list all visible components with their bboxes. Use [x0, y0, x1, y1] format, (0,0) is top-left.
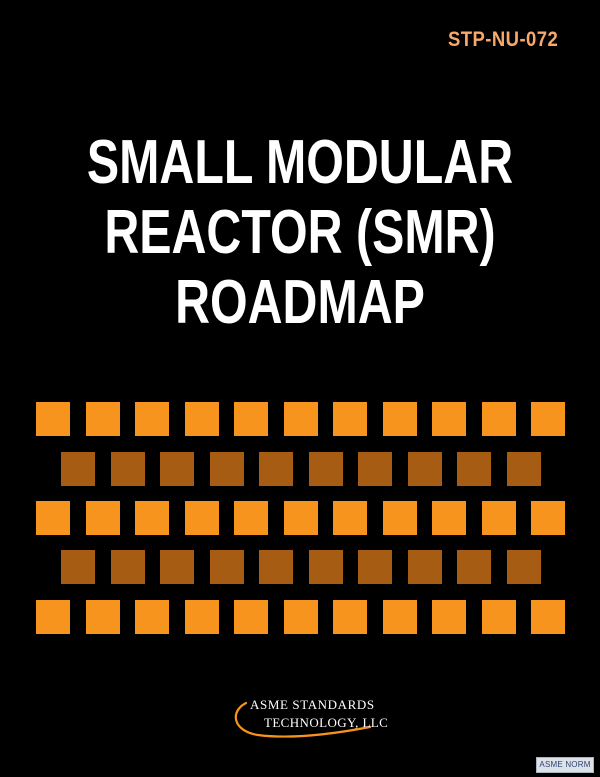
- pattern-square-light: [185, 402, 219, 436]
- pattern-square-light: [86, 402, 120, 436]
- pattern-square-light: [36, 501, 70, 535]
- pattern-square-dark: [111, 452, 145, 486]
- title-line-3: ROADMAP: [175, 268, 425, 337]
- pattern-square-dark: [358, 550, 392, 584]
- pattern-square-light: [383, 600, 417, 634]
- pattern-square-light: [432, 501, 466, 535]
- pattern-square-light: [135, 600, 169, 634]
- swoosh-icon: [234, 701, 372, 738]
- title-line-1: SMALL MODULAR: [86, 128, 514, 197]
- title-line-2: REACTOR (SMR): [104, 198, 496, 267]
- pattern-square-dark: [259, 550, 293, 584]
- pattern-square-light: [284, 600, 318, 634]
- pattern-square-light: [284, 501, 318, 535]
- pattern-square-dark: [210, 550, 244, 584]
- pattern-square-light: [185, 501, 219, 535]
- pattern-square-dark: [309, 452, 343, 486]
- pattern-square-dark: [408, 550, 442, 584]
- pattern-square-dark: [358, 452, 392, 486]
- pattern-square-light: [86, 600, 120, 634]
- pattern-square-light: [234, 402, 268, 436]
- pattern-square-light: [531, 600, 565, 634]
- pattern-square-dark: [408, 452, 442, 486]
- pattern-square-light: [531, 402, 565, 436]
- pattern-square-light: [135, 402, 169, 436]
- publisher-name-line-2: TECHNOLOGY, LLC: [264, 715, 389, 730]
- pattern-square-light: [432, 402, 466, 436]
- pattern-square-light: [234, 600, 268, 634]
- pattern-square-light: [482, 402, 516, 436]
- catalog-stamp: ASME NORM: [536, 757, 594, 773]
- pattern-square-dark: [160, 452, 194, 486]
- pattern-square-dark: [507, 452, 541, 486]
- document-title: SMALL MODULAR REACTOR (SMR) ROADMAP: [0, 128, 600, 338]
- pattern-square-light: [333, 402, 367, 436]
- pattern-square-light: [333, 501, 367, 535]
- pattern-square-dark: [160, 550, 194, 584]
- pattern-square-dark: [111, 550, 145, 584]
- pattern-square-dark: [309, 550, 343, 584]
- pattern-square-light: [383, 402, 417, 436]
- pattern-square-light: [185, 600, 219, 634]
- pattern-square-light: [482, 501, 516, 535]
- pattern-square-light: [36, 600, 70, 634]
- pattern-square-light: [432, 600, 466, 634]
- pattern-square-dark: [210, 452, 244, 486]
- publisher-name-line-1: ASME STANDARDS: [250, 697, 375, 712]
- pattern-square-light: [135, 501, 169, 535]
- pattern-square-dark: [259, 452, 293, 486]
- publisher-logo: ASME STANDARDS TECHNOLOGY, LLC: [228, 693, 388, 745]
- pattern-square-light: [284, 402, 318, 436]
- pattern-square-light: [333, 600, 367, 634]
- pattern-square-light: [234, 501, 268, 535]
- pattern-square-dark: [507, 550, 541, 584]
- pattern-square-light: [482, 600, 516, 634]
- pattern-square-dark: [457, 550, 491, 584]
- pattern-square-light: [86, 501, 120, 535]
- pattern-square-dark: [61, 452, 95, 486]
- document-code: STP-NU-072: [447, 28, 558, 51]
- pattern-square-light: [36, 402, 70, 436]
- pattern-square-light: [383, 501, 417, 535]
- pattern-square-light: [531, 501, 565, 535]
- pattern-square-dark: [457, 452, 491, 486]
- pattern-square-dark: [61, 550, 95, 584]
